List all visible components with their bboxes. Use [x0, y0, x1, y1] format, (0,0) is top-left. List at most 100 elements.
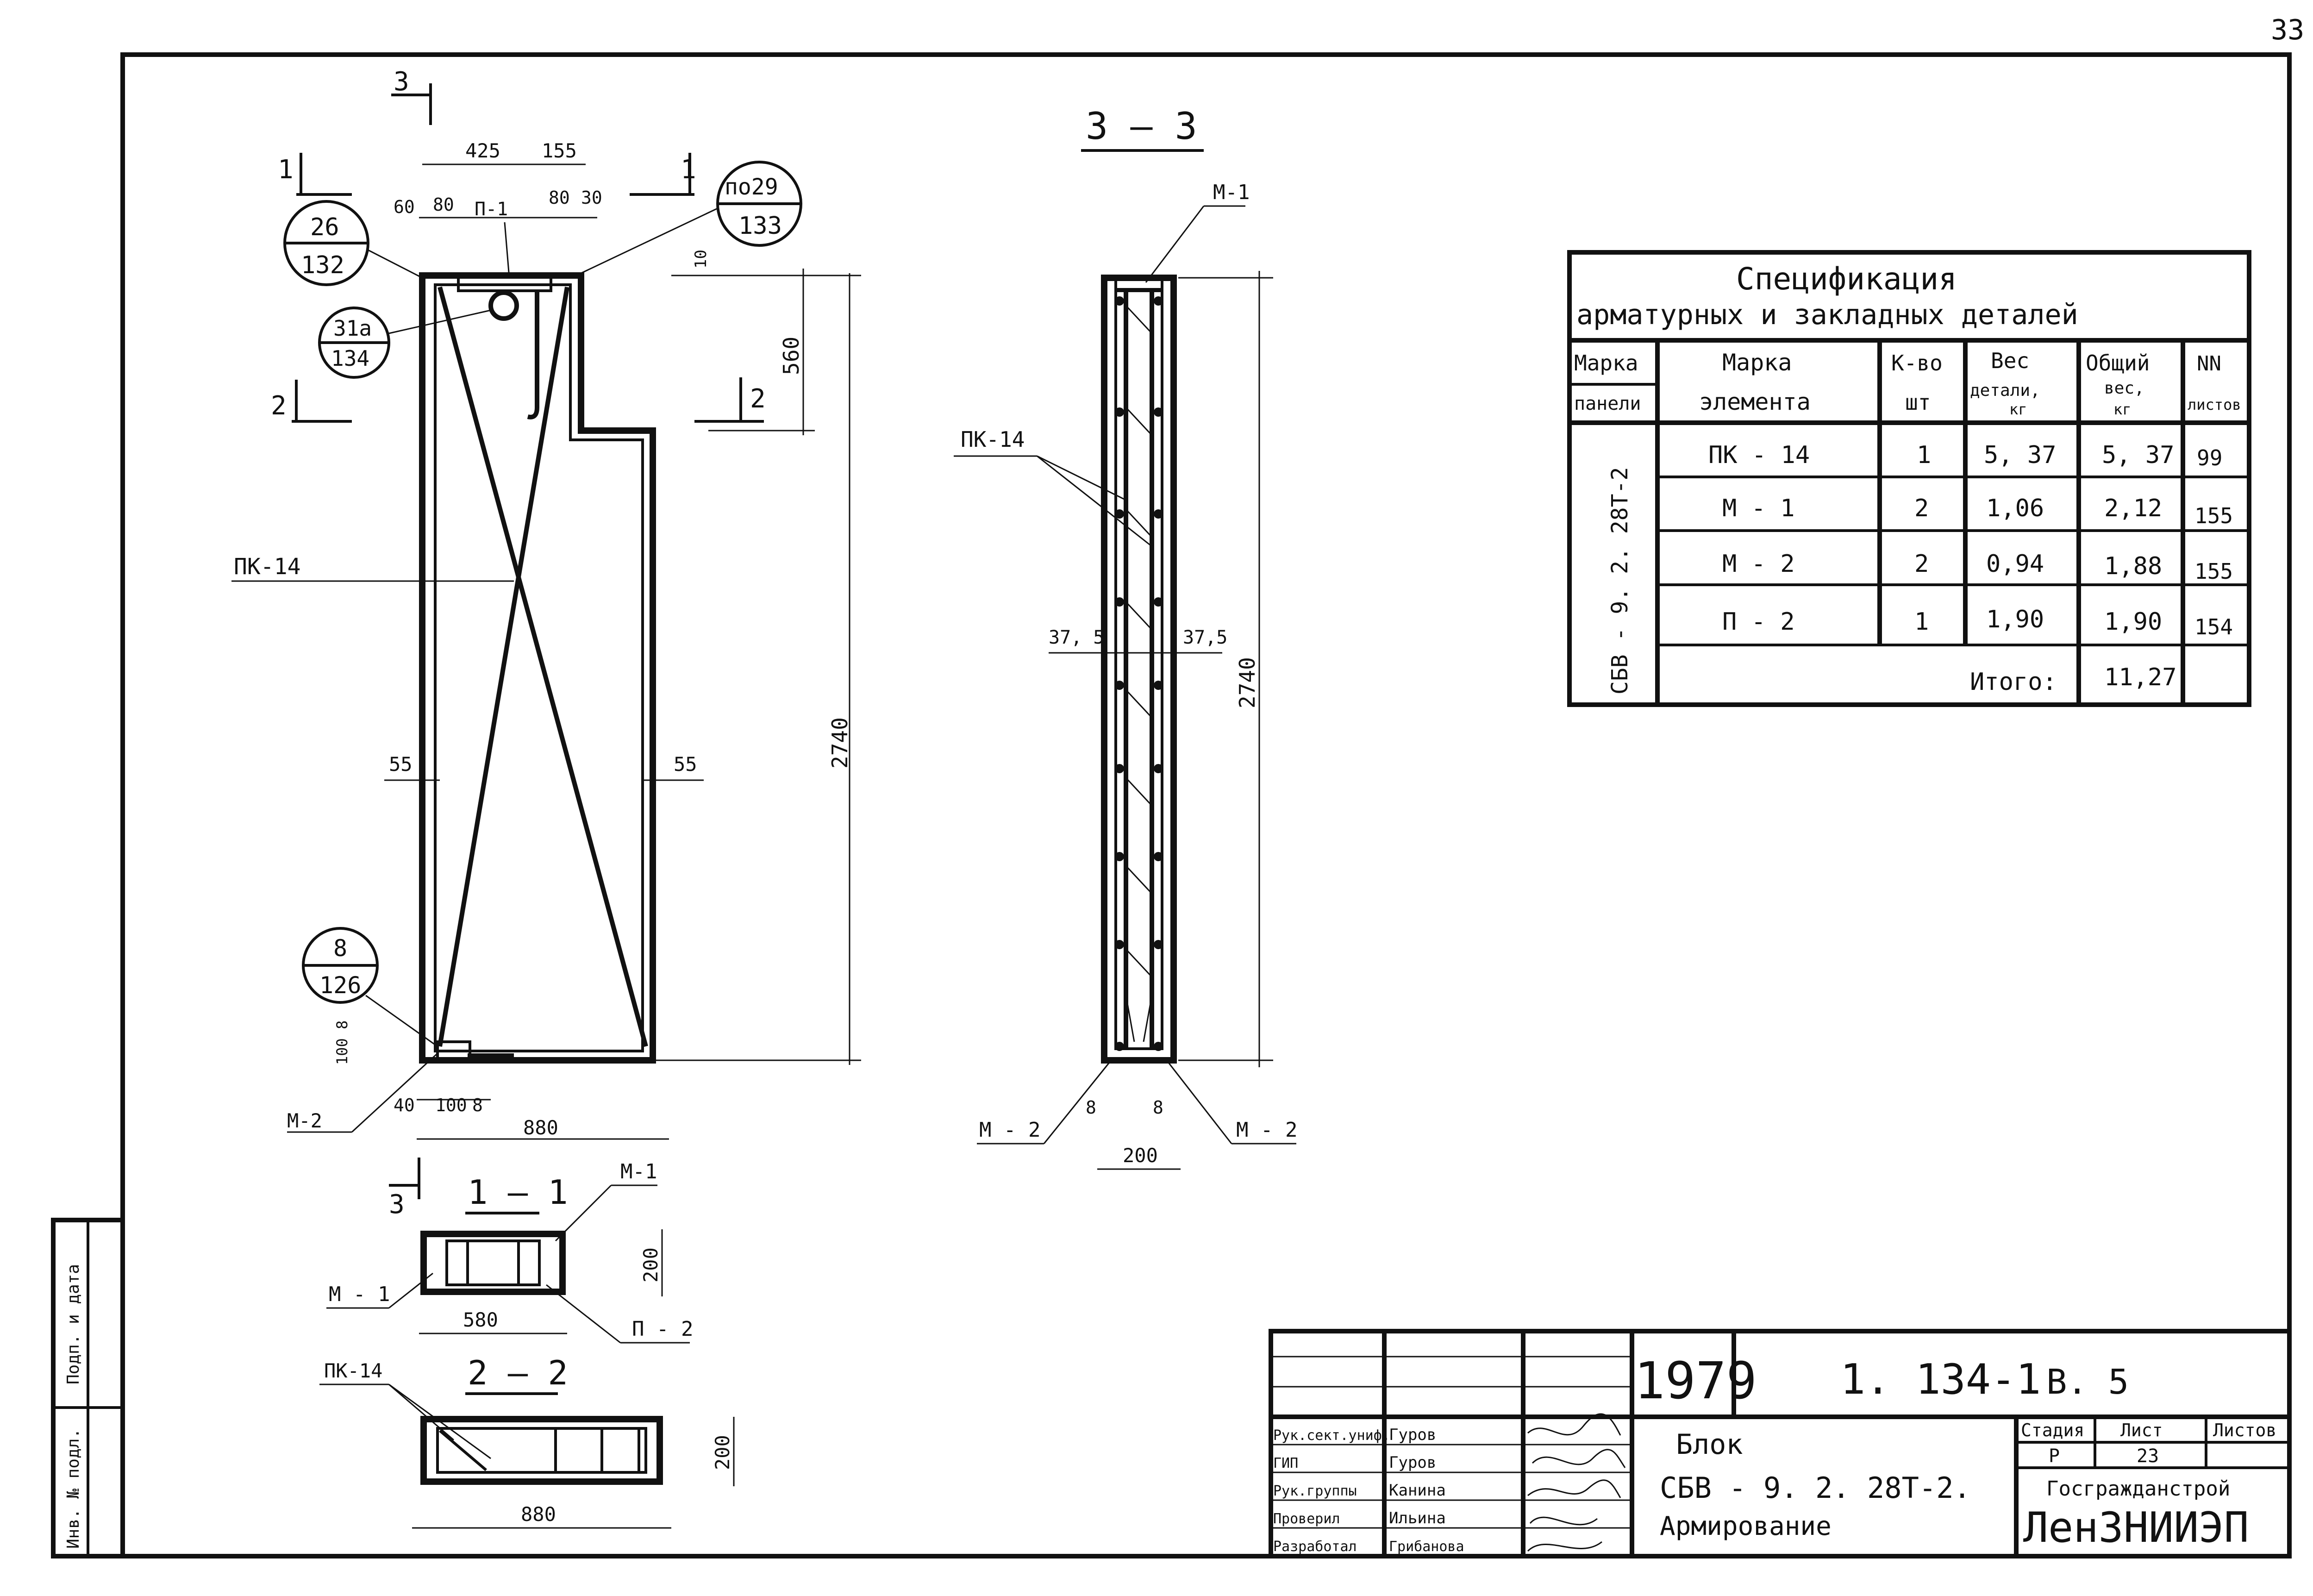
- spec-r1-w: 5, 37: [1984, 441, 2057, 469]
- leader-p2-11-b: [546, 1284, 621, 1344]
- spec-r2-w: 1,06: [1986, 494, 2044, 522]
- tb-role-4: Проверил: [1273, 1511, 1340, 1527]
- spec-r3-mark: М - 2: [1722, 550, 1795, 578]
- spec-h5c: кг: [2113, 401, 2132, 418]
- stirrups: [1125, 305, 1153, 978]
- cut-3-top: 3: [394, 67, 409, 97]
- leader-pk14-33c: [1037, 455, 1152, 547]
- label-m2-33-right: М - 2: [1236, 1118, 1297, 1142]
- side-stamp: Подп. и дата Инв. № подл.: [51, 1218, 125, 1558]
- leader-pk14-22-c: [388, 1383, 491, 1459]
- spec-title-2: арматурных и закладных деталей: [1576, 299, 2078, 331]
- label-m1-33: М-1: [1213, 181, 1250, 204]
- spec-title-1: Спецификация: [1736, 261, 1957, 297]
- ref-bubble-31a-134: 31а 134: [318, 307, 491, 379]
- ref-bubble-8-126: 8 126: [302, 927, 438, 1047]
- dim-40: 40: [394, 1095, 415, 1115]
- dim-8-33-left: 8: [1086, 1097, 1096, 1118]
- tb-name-1: Гуров: [1389, 1426, 1436, 1444]
- block-outline: [419, 272, 656, 1064]
- dim-425: 425: [465, 139, 500, 162]
- dim-880: 880: [523, 1116, 558, 1139]
- cut-2-right: 2: [750, 384, 766, 414]
- dim-100: 100: [435, 1095, 467, 1115]
- spec-total-label: Итого:: [1970, 668, 2057, 696]
- section-3-3-title: 3 — 3: [1086, 105, 1197, 148]
- tb-role-3: Рук.группы: [1273, 1483, 1357, 1499]
- spec-r4-sheet: 154: [2194, 614, 2233, 639]
- tb-role-1: Рук.сект.униф.: [1273, 1427, 1390, 1444]
- spec-r4-w: 1,90: [1986, 606, 2044, 633]
- cut-2-left: 2: [271, 391, 287, 421]
- spec-table: Спецификация арматурных и закладных дета…: [1567, 250, 2251, 707]
- spec-h6a: NN: [2197, 352, 2221, 376]
- tb-org1: Госгражданстрой: [2046, 1477, 2230, 1501]
- section-2-2-title: 2 — 2: [468, 1353, 568, 1392]
- spec-r3-tw: 1,88: [2104, 552, 2162, 580]
- tb-name-5: Грибанова: [1389, 1539, 1464, 1555]
- section-1-1-title: 1 — 1: [468, 1173, 568, 1212]
- tb-year: 1979: [1634, 1351, 1757, 1410]
- spec-r1-mark: ПК - 14: [1708, 441, 1810, 469]
- top-plate-m1: [1114, 278, 1163, 292]
- cut-3-bottom: 3: [389, 1189, 405, 1220]
- s22-diag: [439, 1429, 487, 1471]
- cut-1-right: 1: [681, 155, 696, 185]
- side-stamp-sign-date: Подп. и дата: [64, 1264, 83, 1384]
- label-m1-11-top: М-1: [620, 1160, 657, 1183]
- dim-37-5-left: 37, 5: [1049, 627, 1104, 648]
- dim-80b: 80: [549, 188, 570, 208]
- section-3-3-inner: [1114, 288, 1163, 1050]
- spec-h2a: Марка: [1722, 349, 1792, 376]
- leader-pk14-33b: [1037, 455, 1126, 501]
- dim-2740: 2740: [827, 717, 852, 769]
- section-1-1-inner: [445, 1239, 541, 1286]
- label-m2-plan: М-2: [287, 1109, 322, 1132]
- svg-text:31а: 31а: [333, 316, 372, 341]
- section-1-1: 1 — 1 М-1 М - 1 П - 2 580 200: [326, 1160, 693, 1344]
- leader-m1-33b: [1145, 206, 1205, 283]
- svg-text:134: 134: [331, 346, 369, 371]
- tb-name-2: Гуров: [1389, 1453, 1436, 1472]
- svg-text:133: 133: [738, 212, 782, 240]
- ref-bubble-26-132: 26 132: [283, 200, 423, 286]
- frame-diagonal-1: [438, 286, 648, 1047]
- tb-role-2: ГИП: [1273, 1455, 1298, 1471]
- lower-bends: [1125, 995, 1153, 1042]
- svg-text:132: 132: [301, 251, 344, 279]
- dim-60: 60: [394, 197, 415, 217]
- svg-text:126: 126: [319, 972, 361, 999]
- section-2-2: 2 — 2 ПК-14 880 200: [319, 1353, 735, 1529]
- spec-r4-qty: 1: [1914, 608, 1929, 636]
- cut-1-left: 1: [278, 155, 294, 185]
- svg-text:26: 26: [310, 213, 339, 241]
- section-2-2-inner: [436, 1427, 647, 1474]
- spec-total-value: 11,27: [2104, 663, 2177, 691]
- hook: [527, 292, 539, 419]
- dim-200-22: 200: [711, 1435, 734, 1470]
- tb-name-3: Канина: [1389, 1481, 1446, 1500]
- tb-name-4: Ильина: [1389, 1509, 1446, 1527]
- lifting-loop: [488, 290, 519, 321]
- svg-text:по29: по29: [725, 174, 778, 200]
- section-3-3: 3 — 3 М-1 ПК-: [954, 105, 1297, 1170]
- label-m2-33-left: М - 2: [979, 1118, 1040, 1142]
- leader-m2-plan-2: [351, 1052, 438, 1133]
- dim-100-8: 100 8: [333, 1020, 351, 1065]
- tb-stage: Р: [2049, 1446, 2060, 1467]
- dim-200-33: 200: [1123, 1144, 1158, 1167]
- spec-h5a: Общий: [2086, 350, 2150, 376]
- dim-200-11: 200: [639, 1247, 662, 1283]
- dim-560: 560: [779, 337, 804, 375]
- tb-sheet-label: Лист: [2120, 1420, 2163, 1440]
- leader-p1: [504, 222, 510, 278]
- leader-m2-33-right-b: [1166, 1060, 1232, 1144]
- spec-r1-qty: 1: [1917, 441, 1931, 469]
- tb-org2: ЛенЗНИИЭП: [2023, 1503, 2249, 1552]
- section-2-2-outline: [420, 1416, 663, 1485]
- spec-r3-w: 0,94: [1986, 550, 2044, 578]
- svg-text:8: 8: [333, 935, 347, 962]
- spec-h1b: панели: [1574, 393, 1641, 414]
- frame-diagonal-2: [438, 287, 569, 1047]
